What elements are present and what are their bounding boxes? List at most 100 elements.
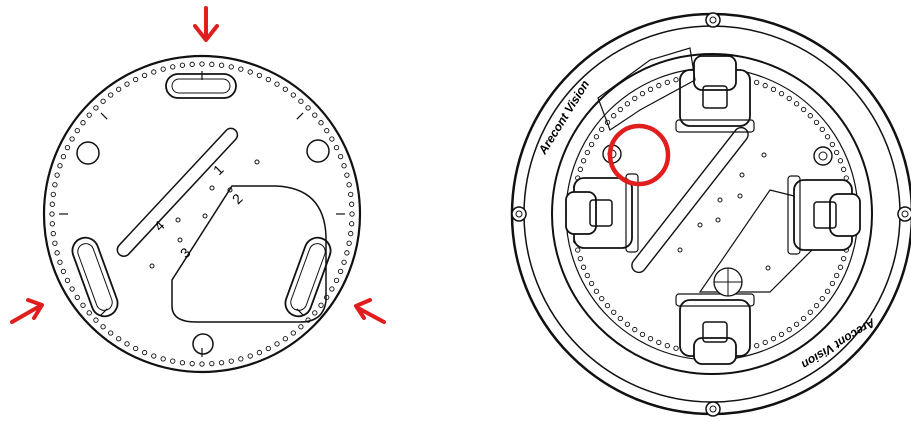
rim-hole	[54, 250, 60, 256]
plate-hole	[824, 288, 831, 294]
mount-hole-left	[76, 141, 100, 165]
rim-hole	[52, 182, 58, 188]
rim-hole	[93, 105, 99, 111]
plate-hole	[793, 321, 800, 327]
rim-hole	[141, 72, 148, 79]
rim-hole	[86, 310, 92, 316]
rim-hole	[60, 268, 67, 275]
plate-hole	[604, 302, 611, 309]
rim-hole	[348, 191, 354, 198]
plate-hole	[824, 134, 831, 140]
rim-hole	[265, 76, 271, 83]
plate-outer-rim	[42, 54, 362, 374]
rim-hole	[74, 128, 80, 134]
rim-hole	[80, 302, 86, 308]
plate-hole	[840, 256, 847, 262]
rim-hole	[116, 86, 122, 92]
rim-hole	[298, 98, 304, 104]
mount-hole-right	[306, 139, 330, 163]
rim-hole	[312, 112, 318, 118]
plate-hole	[580, 264, 587, 270]
slot-top-inner	[171, 78, 231, 94]
mount-hole-bottom	[192, 333, 214, 355]
rim-hole	[124, 81, 130, 87]
rim-hole	[50, 230, 56, 237]
camera-plate-dots	[677, 152, 771, 271]
rim-hole	[274, 81, 280, 87]
plate-hole	[611, 309, 617, 315]
rim-hole	[337, 268, 344, 275]
rim-hole	[312, 310, 318, 316]
plate-hole	[754, 342, 760, 349]
plate-hole	[611, 113, 617, 119]
plate-hole	[584, 272, 590, 279]
rim-hole	[141, 349, 148, 356]
rim-hole	[256, 72, 263, 79]
rim-hole	[60, 153, 67, 160]
rim-hole	[318, 302, 324, 308]
plate-hole	[793, 101, 800, 107]
rim-hole	[49, 221, 55, 227]
plate-hole	[807, 309, 813, 315]
plate-hole	[770, 86, 777, 92]
rim-hole	[247, 69, 253, 75]
rim-hole	[49, 201, 55, 207]
plate-hole	[837, 264, 844, 270]
plate-cutout	[171, 185, 327, 323]
plate-hole	[639, 90, 646, 97]
rim-hole	[189, 361, 195, 367]
plate-hole	[577, 166, 584, 172]
rim-hole	[346, 182, 352, 188]
camera-inner-ring	[551, 53, 873, 375]
rim-hole	[228, 358, 234, 364]
rim-hole	[348, 230, 354, 237]
rim-hole	[108, 330, 114, 336]
ring-screw-right	[897, 206, 911, 222]
rim-hole	[209, 61, 215, 67]
rim-hole	[124, 341, 130, 347]
rim-hole	[170, 64, 176, 70]
rim-hole	[265, 345, 271, 352]
rim-hole	[290, 330, 296, 336]
slot-top	[165, 73, 237, 99]
rim-hole	[133, 76, 139, 83]
rim-hole	[57, 163, 63, 169]
plate-hole	[673, 77, 679, 83]
rim-hole	[324, 128, 330, 134]
rim-hole	[69, 136, 75, 142]
rim-hole	[64, 277, 71, 283]
mount-screw-right	[813, 146, 833, 166]
rim-hole	[290, 92, 296, 98]
rim-hole	[69, 286, 75, 292]
plate-hole	[664, 342, 670, 349]
rim-hole	[349, 221, 355, 227]
rim-hole	[238, 66, 244, 72]
plate-hole	[624, 321, 631, 327]
camera-diagonal-slot	[631, 126, 749, 274]
plate-hole	[624, 101, 631, 107]
rim-hole	[333, 277, 340, 283]
plate-hole	[778, 90, 785, 97]
rim-hole	[346, 240, 352, 246]
arrow-bottom-right	[354, 298, 386, 324]
lens-module-right	[787, 175, 861, 255]
plate-hole	[599, 295, 605, 302]
plate-hole	[754, 79, 760, 86]
rim-hole	[151, 69, 157, 75]
rim-hole	[349, 201, 355, 207]
plate-hole	[837, 158, 844, 164]
rim-hole	[133, 345, 139, 352]
rim-hole	[54, 172, 60, 178]
plate-hole	[786, 326, 792, 333]
rim-hole	[282, 336, 288, 342]
lens-module-bottom	[675, 267, 755, 365]
rim-hole	[329, 136, 335, 142]
rim-hole	[228, 64, 234, 70]
rim-hole	[333, 145, 340, 151]
diagonal-slot	[116, 127, 239, 258]
rim-tick	[100, 112, 108, 120]
rim-hole	[179, 62, 186, 68]
rim-hole	[282, 86, 288, 92]
rim-hole	[108, 92, 114, 98]
rim-hole	[305, 105, 311, 111]
